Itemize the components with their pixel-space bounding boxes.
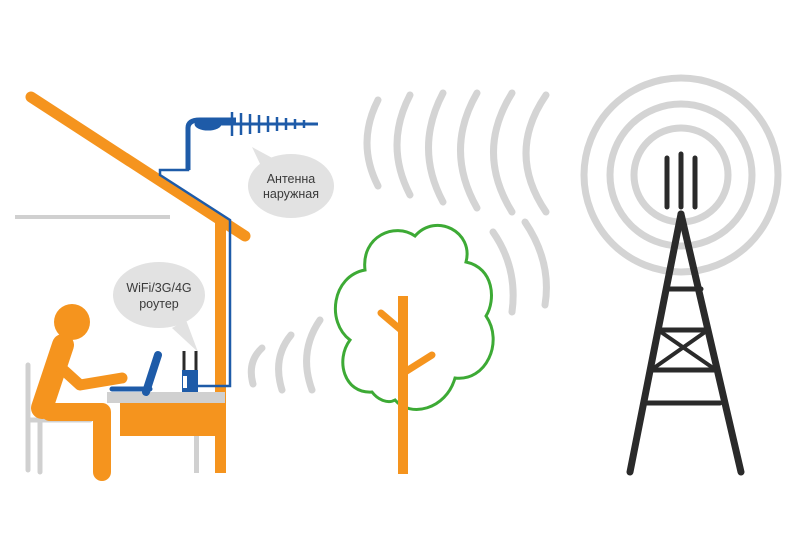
antenna-label-line2: наружная [263,187,319,201]
desk-drawer [120,403,224,436]
router-label-bubble: WiFi/3G/4G роутер [113,262,205,352]
house-wall [215,219,226,473]
antenna-label-line1: Антенна [267,172,316,186]
person-torso [31,334,74,419]
tree-trunk [398,296,408,474]
laptop-icon [109,351,162,396]
router-icon [182,351,198,392]
person-leg [41,403,111,481]
signal-waves-sky [363,89,550,216]
tree [334,223,495,474]
tree-branch-right [401,351,436,376]
person-arm [52,359,128,391]
router-label-line2: роутер [139,297,179,311]
router-label-line1: WiFi/3G/4G [126,281,191,295]
tree-branch-left [377,309,405,334]
person-head [54,304,90,340]
antenna-label-bubble: Антенна наружная [248,147,334,218]
outdoor-antenna-icon [185,112,318,170]
signal-waves-mid [489,218,550,316]
person-at-desk [31,304,128,481]
tree-crown [334,223,495,411]
house-roof [25,91,251,242]
desk [107,392,225,473]
house [15,91,251,473]
signal-waves-house [247,316,324,394]
cell-tower-icon [626,151,745,476]
